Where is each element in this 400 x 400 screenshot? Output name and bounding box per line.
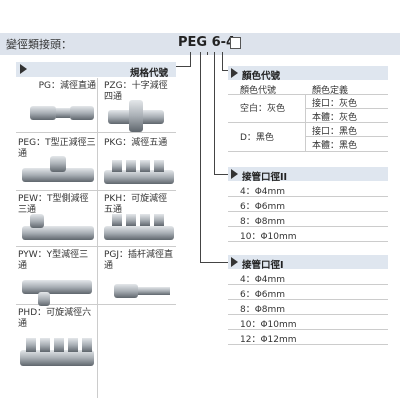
phd-fitting-image bbox=[20, 338, 94, 366]
leader-color-h bbox=[222, 70, 228, 71]
type-cell-pg: PG：減徑直通 bbox=[38, 81, 96, 91]
port2-row: 4：Φ4mm bbox=[240, 187, 286, 197]
arrow-icon bbox=[20, 64, 27, 74]
color-row-line bbox=[228, 151, 388, 152]
port1-row: 10：Φ10mm bbox=[240, 320, 297, 330]
pkg-fitting-image bbox=[104, 160, 174, 184]
type-table-title: 規格代號 bbox=[130, 68, 169, 79]
port1-row-line bbox=[228, 344, 388, 345]
leader-port1 bbox=[200, 52, 201, 262]
type-row-line bbox=[16, 304, 176, 305]
type-cell-pzg: PZG：十字減徑四通 bbox=[104, 81, 168, 102]
color-code-blank: 空白：灰色 bbox=[240, 104, 286, 114]
port2-row-line bbox=[228, 241, 388, 242]
port1-row-line bbox=[228, 299, 388, 300]
port1-row-line bbox=[228, 284, 388, 285]
port2-row: 10：Φ10mm bbox=[240, 232, 297, 242]
type-row-line bbox=[16, 190, 176, 191]
port1-row-line bbox=[228, 314, 388, 315]
arrow-icon bbox=[231, 257, 238, 267]
port1-row: 12：Φ12mm bbox=[240, 335, 297, 345]
type-cell-pkh: PKH：可旋減徑五通 bbox=[104, 194, 168, 215]
model-suffix-box bbox=[230, 37, 241, 49]
color-code-d: D：黑色 bbox=[240, 133, 274, 143]
peg-fitting-image bbox=[22, 156, 94, 182]
color-def-body: 本體：黑色 bbox=[312, 141, 358, 151]
arrow-icon bbox=[231, 68, 238, 78]
color-col-divider bbox=[305, 94, 306, 152]
color-row-line bbox=[305, 108, 388, 109]
pzg-fitting-image bbox=[108, 100, 164, 132]
leader-color bbox=[222, 52, 223, 70]
leader-port1-h bbox=[200, 262, 228, 263]
port1-row: 4：Φ4mm bbox=[240, 275, 286, 285]
pg-fitting-image bbox=[30, 106, 94, 120]
pew-fitting-image bbox=[22, 214, 94, 240]
color-def-port: 接口：灰色 bbox=[312, 99, 358, 109]
leader-type-h bbox=[176, 66, 191, 67]
port2-row: 8：Φ8mm bbox=[240, 217, 286, 227]
leader-type bbox=[190, 52, 191, 66]
color-def-port: 接口：黑色 bbox=[312, 127, 358, 137]
leader-type-stub bbox=[207, 52, 208, 55]
type-row-line bbox=[16, 132, 176, 133]
leader-port2-h bbox=[214, 174, 228, 175]
color-row-line bbox=[228, 122, 388, 123]
port1-table-header bbox=[228, 255, 388, 269]
port1-row: 6：Φ6mm bbox=[240, 290, 286, 300]
color-table-header bbox=[228, 66, 388, 80]
port2-row-line bbox=[228, 211, 388, 212]
pkh-fitting-image bbox=[104, 214, 174, 240]
type-cell-pkg: PKG：減徑五通 bbox=[104, 138, 168, 148]
color-table-title: 顏色代號 bbox=[242, 71, 281, 82]
port1-row-line bbox=[228, 329, 388, 330]
port2-table-title: 接管口徑II bbox=[242, 172, 288, 183]
color-row-line bbox=[228, 94, 388, 95]
type-table-header bbox=[16, 62, 176, 77]
page-title: 變徑類接頭： bbox=[6, 38, 72, 51]
color-def-body: 本體：灰色 bbox=[312, 113, 358, 123]
port1-table-title: 接管口徑I bbox=[242, 260, 284, 271]
type-row-line bbox=[16, 246, 176, 247]
color-col-code: 顏色代號 bbox=[240, 86, 277, 96]
type-table-divider bbox=[97, 78, 98, 398]
port2-row-line bbox=[228, 196, 388, 197]
port1-row: 8：Φ8mm bbox=[240, 305, 286, 315]
leader-port2 bbox=[214, 52, 215, 174]
port2-table-header bbox=[228, 167, 388, 181]
arrow-icon bbox=[231, 169, 238, 179]
type-cell-phd: PHD：可旋減徑六通 bbox=[18, 308, 92, 329]
color-row-line bbox=[305, 136, 388, 137]
type-cell-pew: PEW：T型側減徑三通 bbox=[18, 194, 89, 215]
type-cell-pyw: PYW：Y型減徑三通 bbox=[18, 250, 89, 271]
pyw-fitting-image bbox=[22, 280, 92, 306]
color-col-def: 顏色定義 bbox=[312, 86, 349, 96]
type-cell-peg: PEG：T型正減徑三通 bbox=[18, 138, 96, 159]
model-code: PEG 6-4 bbox=[178, 35, 236, 50]
header-bar bbox=[0, 33, 400, 55]
pgj-fitting-image bbox=[114, 284, 170, 298]
type-cell-pgj: PGJ：插杆減徑直通 bbox=[104, 250, 174, 271]
port2-row: 6：Φ6mm bbox=[240, 202, 286, 212]
port2-row-line bbox=[228, 226, 388, 227]
